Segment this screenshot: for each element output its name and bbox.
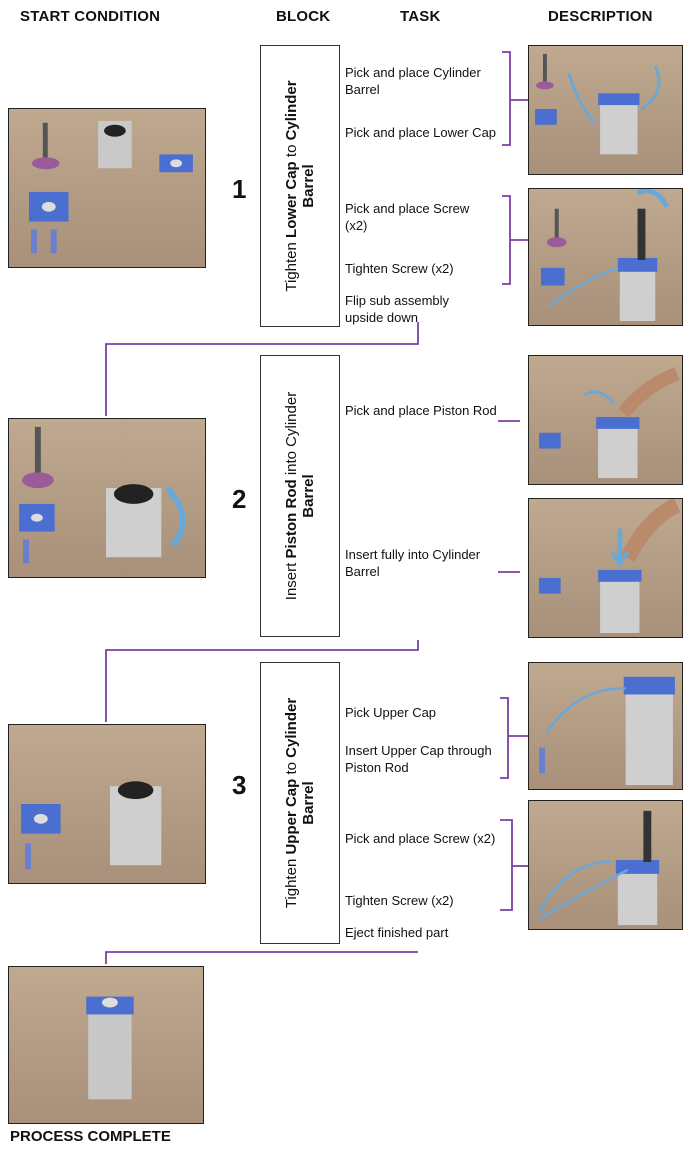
block-number-3: 3 bbox=[232, 770, 247, 800]
task-1-4: Tighten Screw (x2) bbox=[345, 261, 454, 276]
header-start-condition: START CONDITION bbox=[20, 8, 161, 25]
process-complete-label: PROCESS COMPLETE bbox=[10, 1128, 171, 1145]
description-photo-2-2 bbox=[528, 498, 683, 638]
task-1-5: Flip sub assembly upside down bbox=[345, 293, 450, 325]
header-description: DESCRIPTION bbox=[548, 8, 653, 25]
start-condition-photo-3 bbox=[8, 724, 206, 884]
header-block: BLOCK bbox=[276, 8, 331, 25]
description-photo-1-1 bbox=[528, 45, 683, 175]
task-3-4: Tighten Screw (x2) bbox=[345, 893, 454, 908]
description-photo-1-2 bbox=[528, 188, 683, 326]
description-photo-3-2 bbox=[528, 800, 683, 930]
block-number-1: 1 bbox=[232, 174, 247, 204]
task-2-2: Insert fully into Cylinder Barrel bbox=[345, 547, 481, 579]
task-3-3: Pick and place Screw (x2) bbox=[345, 831, 496, 846]
description-photo-3-1 bbox=[528, 662, 683, 790]
block-number-2: 2 bbox=[232, 484, 247, 514]
start-condition-photo-1 bbox=[8, 108, 206, 268]
header-task: TASK bbox=[400, 8, 441, 25]
task-1-2: Pick and place Lower Cap bbox=[345, 125, 497, 140]
task-1-1: Pick and place Cylinder Barrel bbox=[345, 65, 481, 97]
task-3-5: Eject finished part bbox=[345, 925, 449, 940]
task-1-3: Pick and place Screw (x2) bbox=[345, 201, 470, 233]
task-2-1: Pick and place Piston Rod bbox=[345, 403, 497, 418]
process-complete-photo bbox=[8, 966, 204, 1124]
task-3-2: Insert Upper Cap through Piston Rod bbox=[345, 743, 492, 775]
start-condition-photo-2 bbox=[8, 418, 206, 578]
task-3-1: Pick Upper Cap bbox=[345, 705, 437, 720]
description-photo-2-1 bbox=[528, 355, 683, 485]
